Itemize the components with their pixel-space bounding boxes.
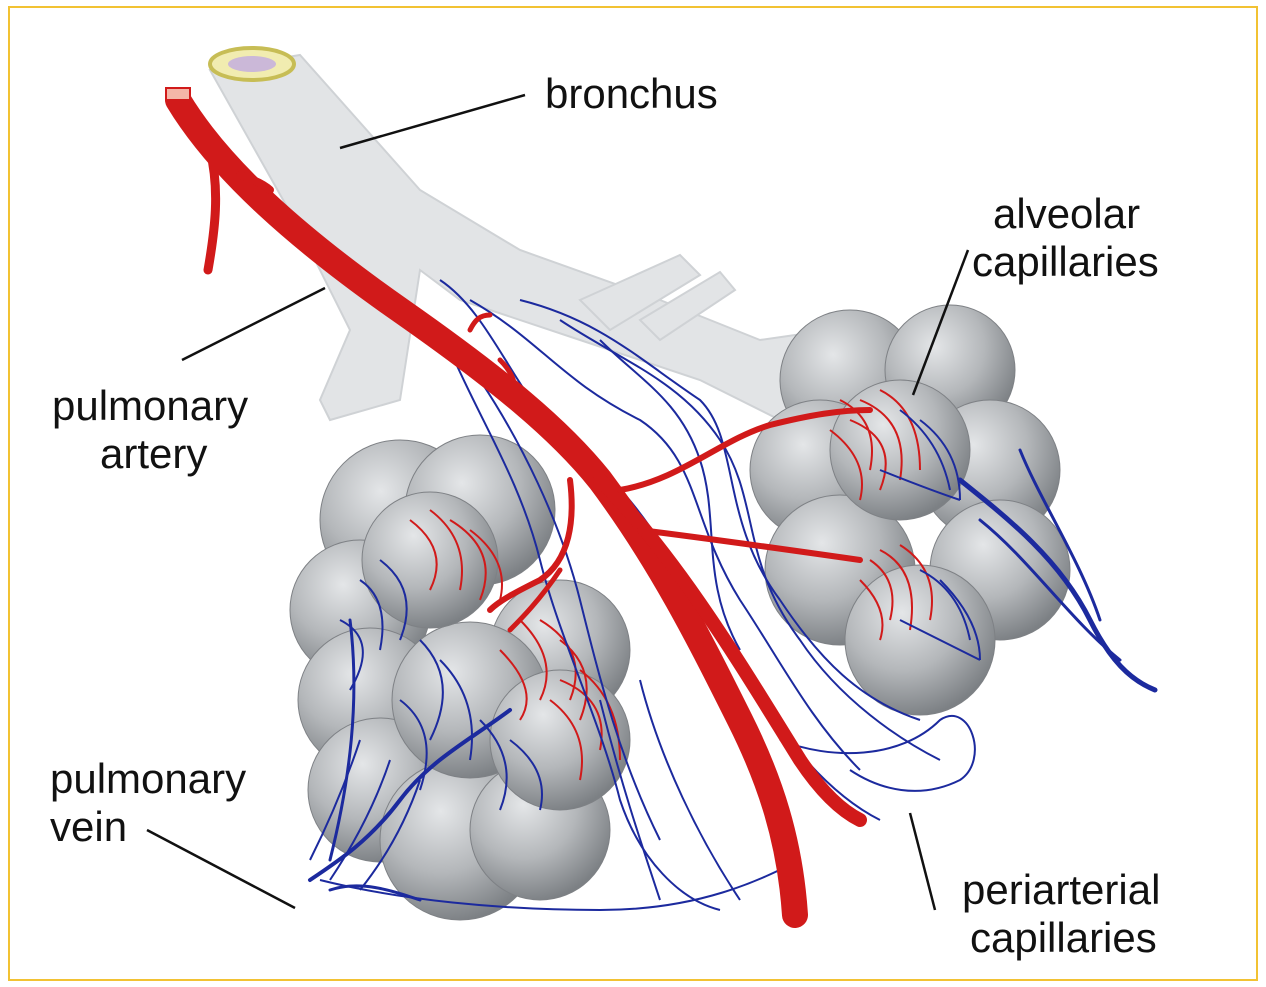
label-periarterial-capillaries-line1: periarterial <box>962 866 1160 914</box>
label-bronchus: bronchus <box>545 70 718 118</box>
label-pulmonary-artery-line2: artery <box>100 430 207 478</box>
label-alveolar-capillaries-line1: alveolar <box>993 190 1140 238</box>
label-alveolar-capillaries-line2: capillaries <box>972 238 1159 286</box>
alveolar-sac-right <box>750 305 1070 715</box>
artery-cut-end <box>166 88 190 100</box>
label-pulmonary-vein-line2: vein <box>50 803 127 851</box>
label-pulmonary-vein-line1: pulmonary <box>50 755 246 803</box>
label-pulmonary-artery-line1: pulmonary <box>52 382 248 430</box>
label-periarterial-capillaries-line2: capillaries <box>970 914 1157 962</box>
